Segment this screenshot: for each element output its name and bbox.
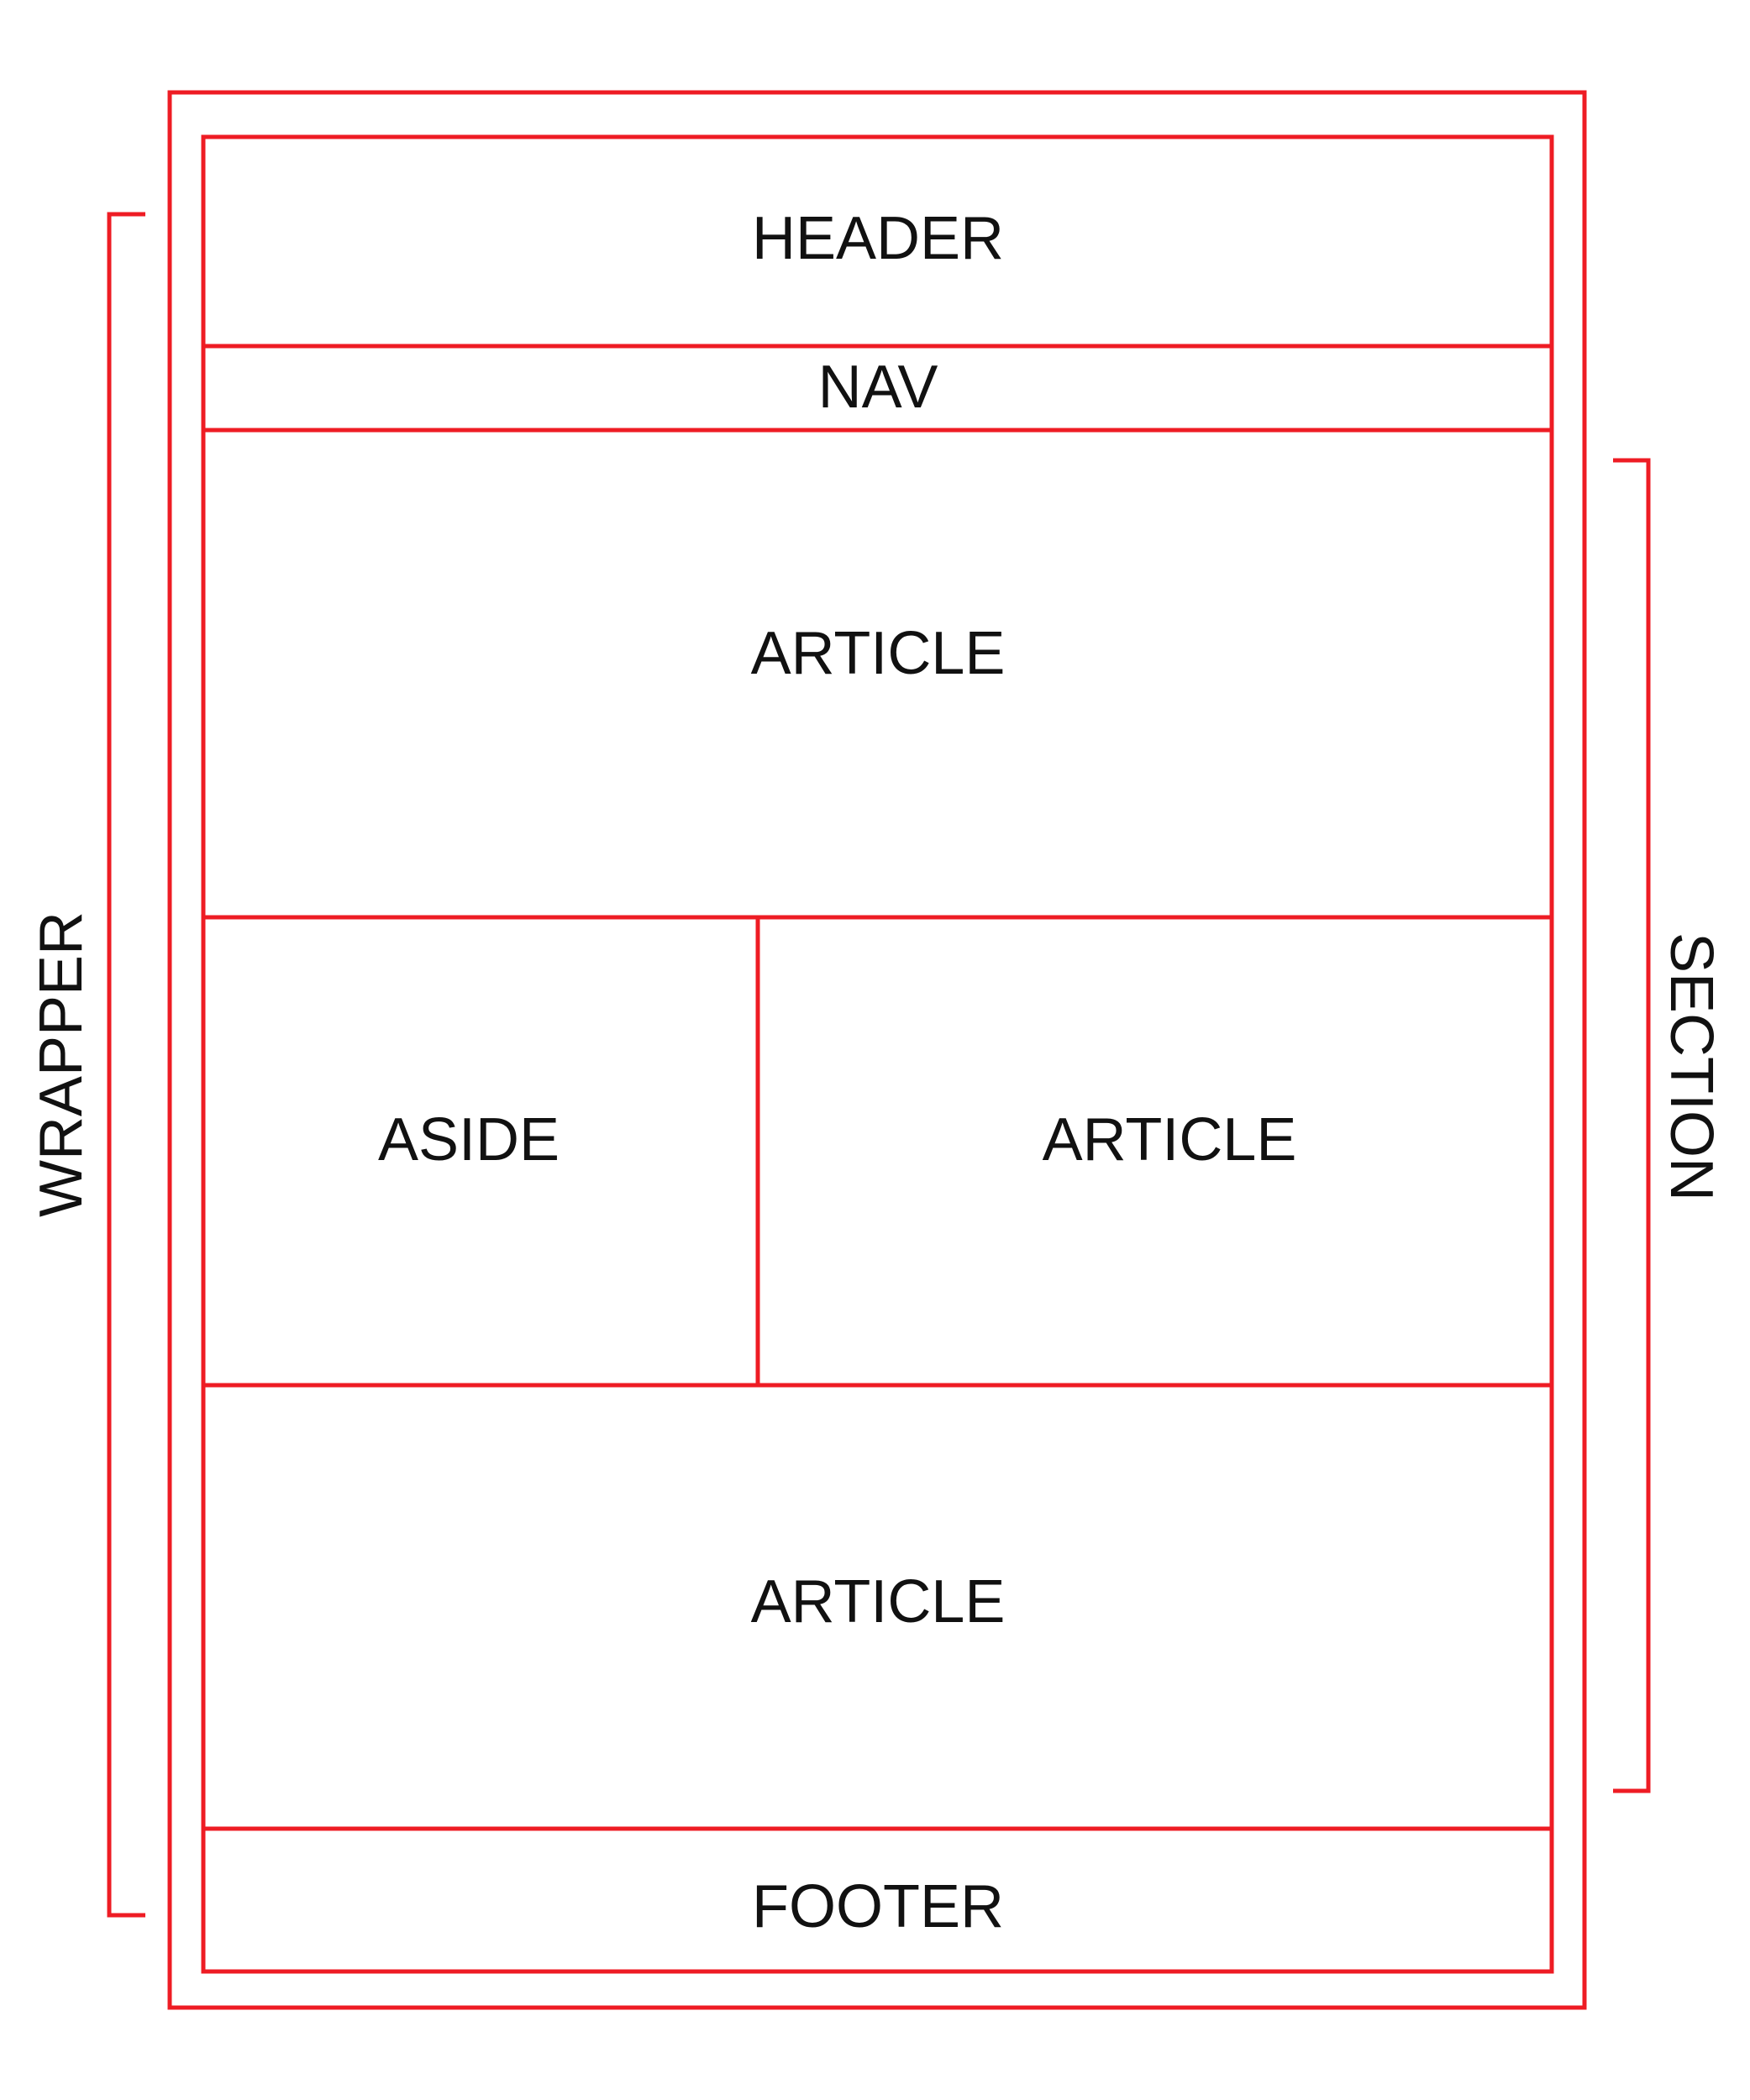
wrapper-outer-frame: [167, 90, 1587, 2010]
header-label: HEADER: [752, 205, 1004, 272]
footer-label: FOOTER: [752, 1873, 1004, 1940]
page-inner-frame: [201, 134, 1554, 1974]
aside-label: ASIDE: [378, 1106, 560, 1173]
wrapper-bracket: [107, 212, 145, 1918]
wrapper-label: WRAPPER: [28, 911, 95, 1217]
nav-label: NAV: [818, 354, 938, 421]
article-top-label: ARTICLE: [751, 620, 1006, 687]
section-label: SECTION: [1658, 932, 1725, 1201]
article-bottom-label: ARTICLE: [751, 1568, 1006, 1635]
section-bracket: [1613, 458, 1651, 1793]
article-middle-label: ARTICLE: [1043, 1106, 1297, 1173]
